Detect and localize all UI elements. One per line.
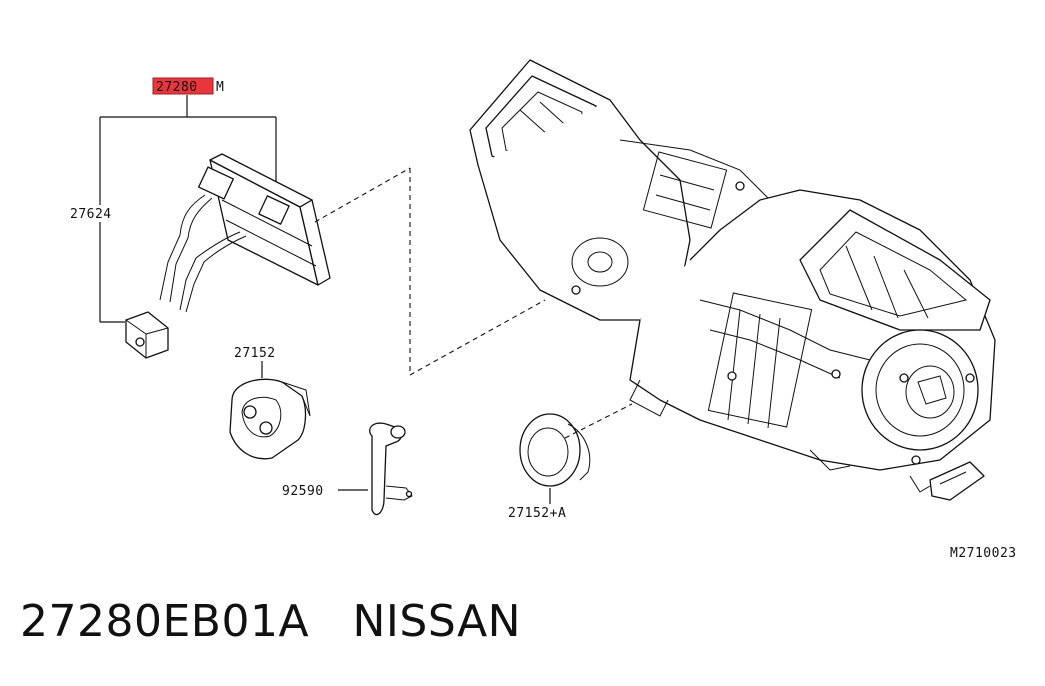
callout-assembly[interactable]: 27280 xyxy=(156,80,198,95)
callout-drain-hose[interactable]: 92590 xyxy=(282,484,324,499)
drain-hose xyxy=(369,422,413,516)
assembly-bracket xyxy=(99,95,277,323)
diagram-id: M2710023 xyxy=(950,546,1017,561)
expansion-valve xyxy=(125,311,169,359)
seal-lower xyxy=(519,403,633,487)
caption-part-number: 27280EB01A xyxy=(20,596,310,647)
callout-evaporator[interactable]: 27624 xyxy=(70,207,112,222)
evaporator-pipes xyxy=(159,194,247,313)
caption: 27280EB01A NISSAN xyxy=(20,596,521,647)
hvac-housing xyxy=(469,59,996,501)
callout-assembly-suffix: M xyxy=(216,80,224,95)
callout-seal-upper[interactable]: 27152 xyxy=(234,346,276,361)
highlight-box xyxy=(152,77,214,95)
caption-brand: NISSAN xyxy=(352,596,522,647)
callout-seal-lower[interactable]: 27152+A xyxy=(508,506,566,521)
evaporator-core xyxy=(198,153,331,286)
seal-upper xyxy=(229,378,311,460)
evaporator-connector xyxy=(314,167,546,376)
